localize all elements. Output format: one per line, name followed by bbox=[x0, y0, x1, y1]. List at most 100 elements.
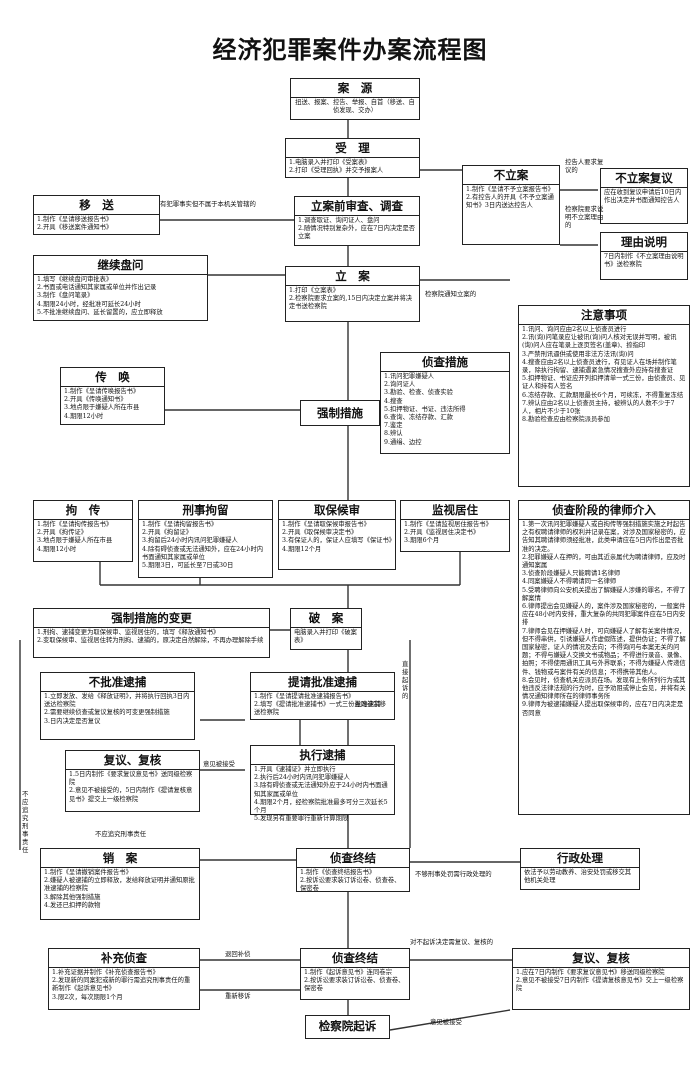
node-change-item: 2.变取保候审、监视居住转为刑拘、逮捕的，原决定自然解除，不再办理解除手续 bbox=[37, 637, 264, 645]
node-lawyer-item: 4.同案嫌疑人不得聘请同一名律师 bbox=[522, 578, 617, 586]
node-measures-item: 7.鉴定 bbox=[384, 422, 403, 430]
node-no-approve-title: 不批准逮捕 bbox=[41, 673, 194, 692]
node-detain-item: 3.拘留后24小时内讯问犯罪嫌疑人 bbox=[142, 537, 238, 545]
node-cancel-title: 销 案 bbox=[41, 849, 199, 868]
node-admin-item: 依法予以劳动教养、治安处罚或移交其他机关处理 bbox=[524, 869, 632, 885]
node-execute-item: 3.除有碍侦查或无法通知外应于24小时内书面通知其家属或单位 bbox=[254, 782, 388, 798]
node-recheck2-item: 2.意见不被接受7日内制作《提请复核意见书》交上一级检察院 bbox=[516, 977, 684, 993]
node-file-item: 2.检察院要求立案的,15日内决定立案并将决定书送检察院 bbox=[289, 295, 413, 311]
node-execute-item: 2.执行后24小时内讯问犯罪嫌疑人 bbox=[254, 774, 350, 782]
node-end1-item: 1.制作《侦查终结报告书》 bbox=[300, 869, 376, 876]
node-execute-item: 5.发现另有重要罪行重新计算期限 bbox=[254, 815, 349, 823]
node-change-title: 强制措施的变更 bbox=[34, 609, 269, 628]
node-accept-title: 受 理 bbox=[286, 139, 419, 158]
node-no-case-title: 不立案 bbox=[463, 166, 559, 185]
node-request-arrest: 提请批准逮捕 1.制作《呈请提请批准逮捕报告书》 2.填写《提请批准逮捕书》一式… bbox=[250, 672, 395, 720]
node-solved-title: 破 案 bbox=[291, 609, 361, 628]
node-notes-item: 6.冻结存款、汇款期限最长6个月，可续冻，不得重复冻结 bbox=[522, 391, 684, 399]
node-reconsider-item: 应在收到复议申请后10日内作出决定并书面通知控告人 bbox=[604, 189, 682, 205]
node-continue-item: 2.书面或电话通知其家属或单位并作出记录 bbox=[37, 284, 157, 292]
node-transfer-item: 2.开具《移送案件通知书》 bbox=[37, 224, 113, 232]
node-final: 检察院起诉 bbox=[305, 1015, 390, 1039]
node-admin: 行政处理 依法予以劳动教养、治安处罚或移交其他机关处理 bbox=[520, 848, 640, 890]
node-notes: 注意事项 1.讯问、询问应由2名以上侦查员进行 2.讯(询)问笔录应让被讯(询)… bbox=[518, 305, 690, 487]
node-end1-item: 2.按诉讼要求装订诉讼卷、侦查卷、保密卷 bbox=[300, 877, 401, 893]
node-change-item: 1.刑拘、逮捕变更为取保候审、监视居住的，填写《释放通知书》 bbox=[37, 629, 220, 636]
node-reconsider: 不立案复议 应在收到复议申请后10日内作出决定并书面通知控告人 bbox=[600, 168, 688, 224]
node-source-item: 扭送、报案、控告、举报、自首（移送、自侦发现、交办） bbox=[295, 99, 415, 115]
node-bail-item: 4.期限12个月 bbox=[282, 545, 322, 553]
node-detain-item: 1.制作《呈请拘留报告书》 bbox=[142, 521, 218, 528]
edge-label: 批准逮捕 bbox=[355, 700, 381, 708]
edge-label: 退回补侦 bbox=[225, 950, 251, 958]
node-surveil-title: 监视居住 bbox=[401, 501, 509, 520]
node-change: 强制措施的变更 1.刑拘、逮捕变更为取保候审、监视居住的，填写《释放通知书》 2… bbox=[33, 608, 270, 658]
node-notes-title: 注意事项 bbox=[519, 306, 689, 325]
node-lawyer-item: 2.犯罪嫌疑人在押的，可由其近亲属代为聘请律师，应及时通知案属 bbox=[522, 553, 686, 570]
node-measures-item: 8.辨认 bbox=[384, 430, 403, 438]
node-detain-title: 刑事拘留 bbox=[139, 501, 272, 520]
node-review-item: 1.调查取证、询问证人、盘问 bbox=[298, 217, 380, 224]
node-measures-item: 5.扣押物证、书证、违法所得 bbox=[384, 405, 466, 413]
node-review: 立案前审查、调查 1.调查取证、询问证人、盘问 2.随情况特别复杂外，应在7日内… bbox=[294, 196, 420, 246]
node-measures: 侦查措施 1.讯问犯罪嫌疑人 2.询问证人 3.勘验、检查、侦查实验 4.搜查 … bbox=[380, 352, 510, 454]
node-end1: 侦查终结 1.制作《侦查终结报告书》 2.按诉讼要求装订诉讼卷、侦查卷、保密卷 bbox=[296, 848, 410, 892]
node-measures-item: 2.询问证人 bbox=[384, 381, 416, 389]
node-request-arrest-title: 提请批准逮捕 bbox=[251, 673, 394, 692]
node-detain-item: 5.期限3日，可延长至7日或30日 bbox=[142, 562, 234, 570]
node-bail-title: 取保候审 bbox=[279, 501, 395, 520]
node-lawyer-item: 5.受聘律师向公安机关提出了解嫌疑人涉嫌的罪名，不得了解案情 bbox=[522, 586, 686, 602]
node-arrest-hold-title: 拘 传 bbox=[34, 501, 132, 520]
edge-label: 意见被接受 bbox=[203, 760, 235, 768]
node-cancel-item: 2.嫌疑人被逮捕的立即释放，发给释放证明并通知原批准逮捕的检察院 bbox=[44, 877, 195, 893]
node-no-case-item: 1.制作《呈请不予立案报告书》 bbox=[466, 186, 554, 193]
node-notes-item: 3.严禁刑讯逼供或使用非法方法讯(询)问 bbox=[522, 350, 634, 358]
node-supp-item: 3.限2次，每次期限1个月 bbox=[52, 993, 123, 1001]
node-measures-item: 9.通缉、边控 bbox=[384, 438, 422, 446]
node-summon-item: 2.开具《传唤通知书》 bbox=[64, 396, 127, 404]
node-end2-title: 侦查终结 bbox=[301, 949, 409, 968]
node-solved: 破 案 电脑录入并打印《破案表》 bbox=[290, 608, 362, 650]
node-supp-item: 1.补充证据并制作《补充侦查报告书》 bbox=[52, 969, 159, 976]
node-recheck-item: 1.5日内制作《要求复议意见书》送同级检察院 bbox=[69, 771, 193, 787]
node-measures-item: 6.查询、冻结存款、汇款 bbox=[384, 414, 453, 422]
node-notes-item: 1.讯问、询问应由2名以上侦查员进行 bbox=[522, 326, 627, 333]
node-explain-item: 7日内制作《不立案理由说明书》送检察院 bbox=[604, 253, 684, 269]
node-end2-item: 1.制作《起诉意见书》连同卷宗 bbox=[304, 969, 392, 976]
node-execute-title: 执行逮捕 bbox=[251, 746, 394, 765]
node-summon: 传 唤 1.制作《呈请传唤报告书》 2.开具《传唤通知书》 3.地点限于嫌疑人所… bbox=[60, 367, 165, 425]
edge-label: 不应追究刑事责任 bbox=[95, 830, 147, 838]
node-transfer-item: 1.制作《呈请移送报告书》 bbox=[37, 216, 113, 223]
node-continue-item: 5.不批准继续盘问、延长留置的，应立即释放 bbox=[37, 308, 163, 316]
edge-label: 不够刑事处罚需行政处理的 bbox=[415, 870, 492, 878]
node-file: 立 案 1.打印《立案表》 2.检察院要求立案的,15日内决定立案并将决定书送检… bbox=[285, 266, 420, 322]
node-detain: 刑事拘留 1.制作《呈请拘留报告书》 2.开具《拘留证》 3.拘留后24小时内讯… bbox=[138, 500, 273, 578]
edge-label-vertical: 直接起诉的 bbox=[402, 660, 409, 700]
node-notes-item: 8.勘验检查应由检察院派员参加 bbox=[522, 416, 610, 424]
node-explain: 理由说明 7日内制作《不立案理由说明书》送检察院 bbox=[600, 232, 688, 280]
node-surveil-item: 1.制作《呈请监视居住报告书》 bbox=[404, 521, 492, 528]
node-bail-item: 1.制作《呈请取保候审报告书》 bbox=[282, 521, 370, 528]
node-transfer: 移 送 1.制作《呈请移送报告书》 2.开具《移送案件通知书》 bbox=[33, 195, 160, 235]
node-no-case: 不立案 1.制作《呈请不予立案报告书》 2.有控告人的开具《不予立案通知书》3日… bbox=[462, 165, 560, 245]
edge-label-vertical: 不应追究刑事责任 bbox=[22, 790, 29, 854]
node-explain-title: 理由说明 bbox=[601, 233, 687, 252]
node-arrest-hold-item: 1.制作《呈请拘传报告书》 bbox=[37, 521, 113, 528]
node-no-approve-item: 3.日内决定是否复议 bbox=[44, 717, 101, 725]
node-recheck: 复议、复核 1.5日内制作《要求复议意见书》送同级检察院 2.意见不被接受的，5… bbox=[65, 750, 200, 812]
node-force: 强制措施 bbox=[300, 400, 380, 426]
node-review-title: 立案前审查、调查 bbox=[295, 197, 419, 216]
node-recheck-title: 复议、复核 bbox=[66, 751, 199, 770]
edge-label: 有犯罪事实但不属于本机关管辖的 bbox=[160, 200, 256, 208]
node-supp-item: 2.发现新的同案犯或新的罪行需追究刑事责任的重新制作《起诉意见书》 bbox=[52, 977, 191, 993]
node-measures-item: 1.讯问犯罪嫌疑人 bbox=[384, 373, 435, 380]
node-recheck-item: 2.意见不被接受的，5日内制作《提请复核意见书》提交上一级检察院 bbox=[69, 787, 193, 803]
node-request-arrest-item: 2.填写《提请批准逮捕书》一式三份连同卷宗移送检察院 bbox=[254, 701, 386, 717]
node-lawyer-title: 侦查阶段的律师介入 bbox=[519, 501, 689, 520]
node-supp-title: 补充侦查 bbox=[49, 949, 199, 968]
node-lawyer-item: 3.侦查阶段嫌疑人只能聘请1名律师 bbox=[522, 570, 621, 578]
node-lawyer-item: 7.律师会见在押嫌疑人时，可向嫌疑人了解有关案件情况，但不得串供，引诱嫌疑人作虚… bbox=[522, 627, 686, 676]
edge-label: 检察院要求说明不立案理由的 bbox=[565, 205, 604, 229]
node-source-title: 案 源 bbox=[291, 79, 419, 98]
node-end1-title: 侦查终结 bbox=[297, 849, 409, 868]
